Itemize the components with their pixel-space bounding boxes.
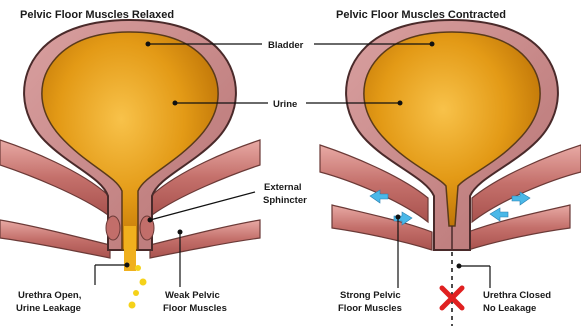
external-sphincter-label-2: Sphincter [263, 195, 307, 206]
urethra-open-label-2: Urine Leakage [16, 303, 81, 314]
center-labels: Bladder Urine External Sphincter [263, 40, 307, 206]
weak-sphincter-left [106, 216, 120, 240]
red-x-icon [442, 288, 462, 308]
urethra-closed-label-2: No Leakage [483, 303, 536, 314]
right-muscle-band-lower [150, 220, 260, 258]
strong-muscles-label-1: Strong Pelvic [340, 290, 401, 301]
relaxed-title: Pelvic Floor Muscles Relaxed [20, 9, 174, 21]
weak-muscles-label-2: Floor Muscles [163, 303, 227, 314]
weak-muscles-label-1: Weak Pelvic [165, 290, 220, 301]
external-sphincter-label-1: External [264, 182, 302, 193]
urine-label: Urine [273, 99, 297, 110]
bladder-label: Bladder [268, 40, 304, 51]
contracted-panel: Pelvic Floor Muscles Contracted [306, 9, 581, 326]
urethra-open-label-1: Urethra Open, [18, 290, 81, 301]
contracted-title: Pelvic Floor Muscles Contracted [336, 9, 506, 21]
urethra-closed-label-1: Urethra Closed [483, 290, 551, 301]
relaxed-panel: Pelvic Floor Muscles Relaxed [0, 9, 268, 314]
urine-drop-icon [129, 265, 147, 309]
strong-muscles-label-2: Floor Muscles [338, 303, 402, 314]
left-muscle-band-lower [0, 220, 110, 258]
